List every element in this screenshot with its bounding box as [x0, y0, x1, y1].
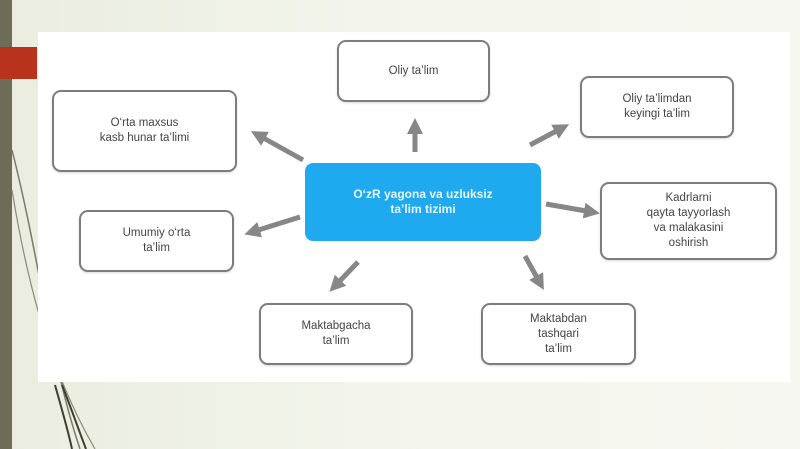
slide-accent-bar	[0, 47, 37, 79]
arrow-to-umumiy	[244, 214, 301, 238]
arrow-to-maktabdan	[522, 254, 544, 290]
arrow-to-kadrlar	[545, 201, 600, 219]
node-umumiy-orta: Umumiy o‘rta ta’lim	[79, 210, 234, 272]
node-kadrlar: Kadrlarni qayta tayyorlash va malakasini…	[600, 182, 777, 260]
arrow-to-orta-maxsus	[251, 131, 305, 163]
node-orta-maxsus: O‘rta maxsus kasb hunar ta’limi	[52, 90, 237, 172]
node-oliy-talim: Oliy ta’lim	[337, 40, 490, 102]
node-maktabdan-tashqari: Maktabdan tashqari ta’lim	[481, 303, 636, 365]
slide-left-strip	[0, 0, 12, 449]
node-oliy-talimdan-keyingi: Oliy ta’limdan keyingi ta’lim	[580, 76, 734, 138]
center-node-education-system: O‘zR yagona va uzluksiz ta’lim tizimi	[305, 163, 541, 241]
arrow-to-maktabgacha	[329, 260, 360, 292]
node-maktabgacha: Maktabgacha ta’lim	[259, 303, 413, 365]
arrow-to-oliy-keyin	[528, 124, 570, 148]
